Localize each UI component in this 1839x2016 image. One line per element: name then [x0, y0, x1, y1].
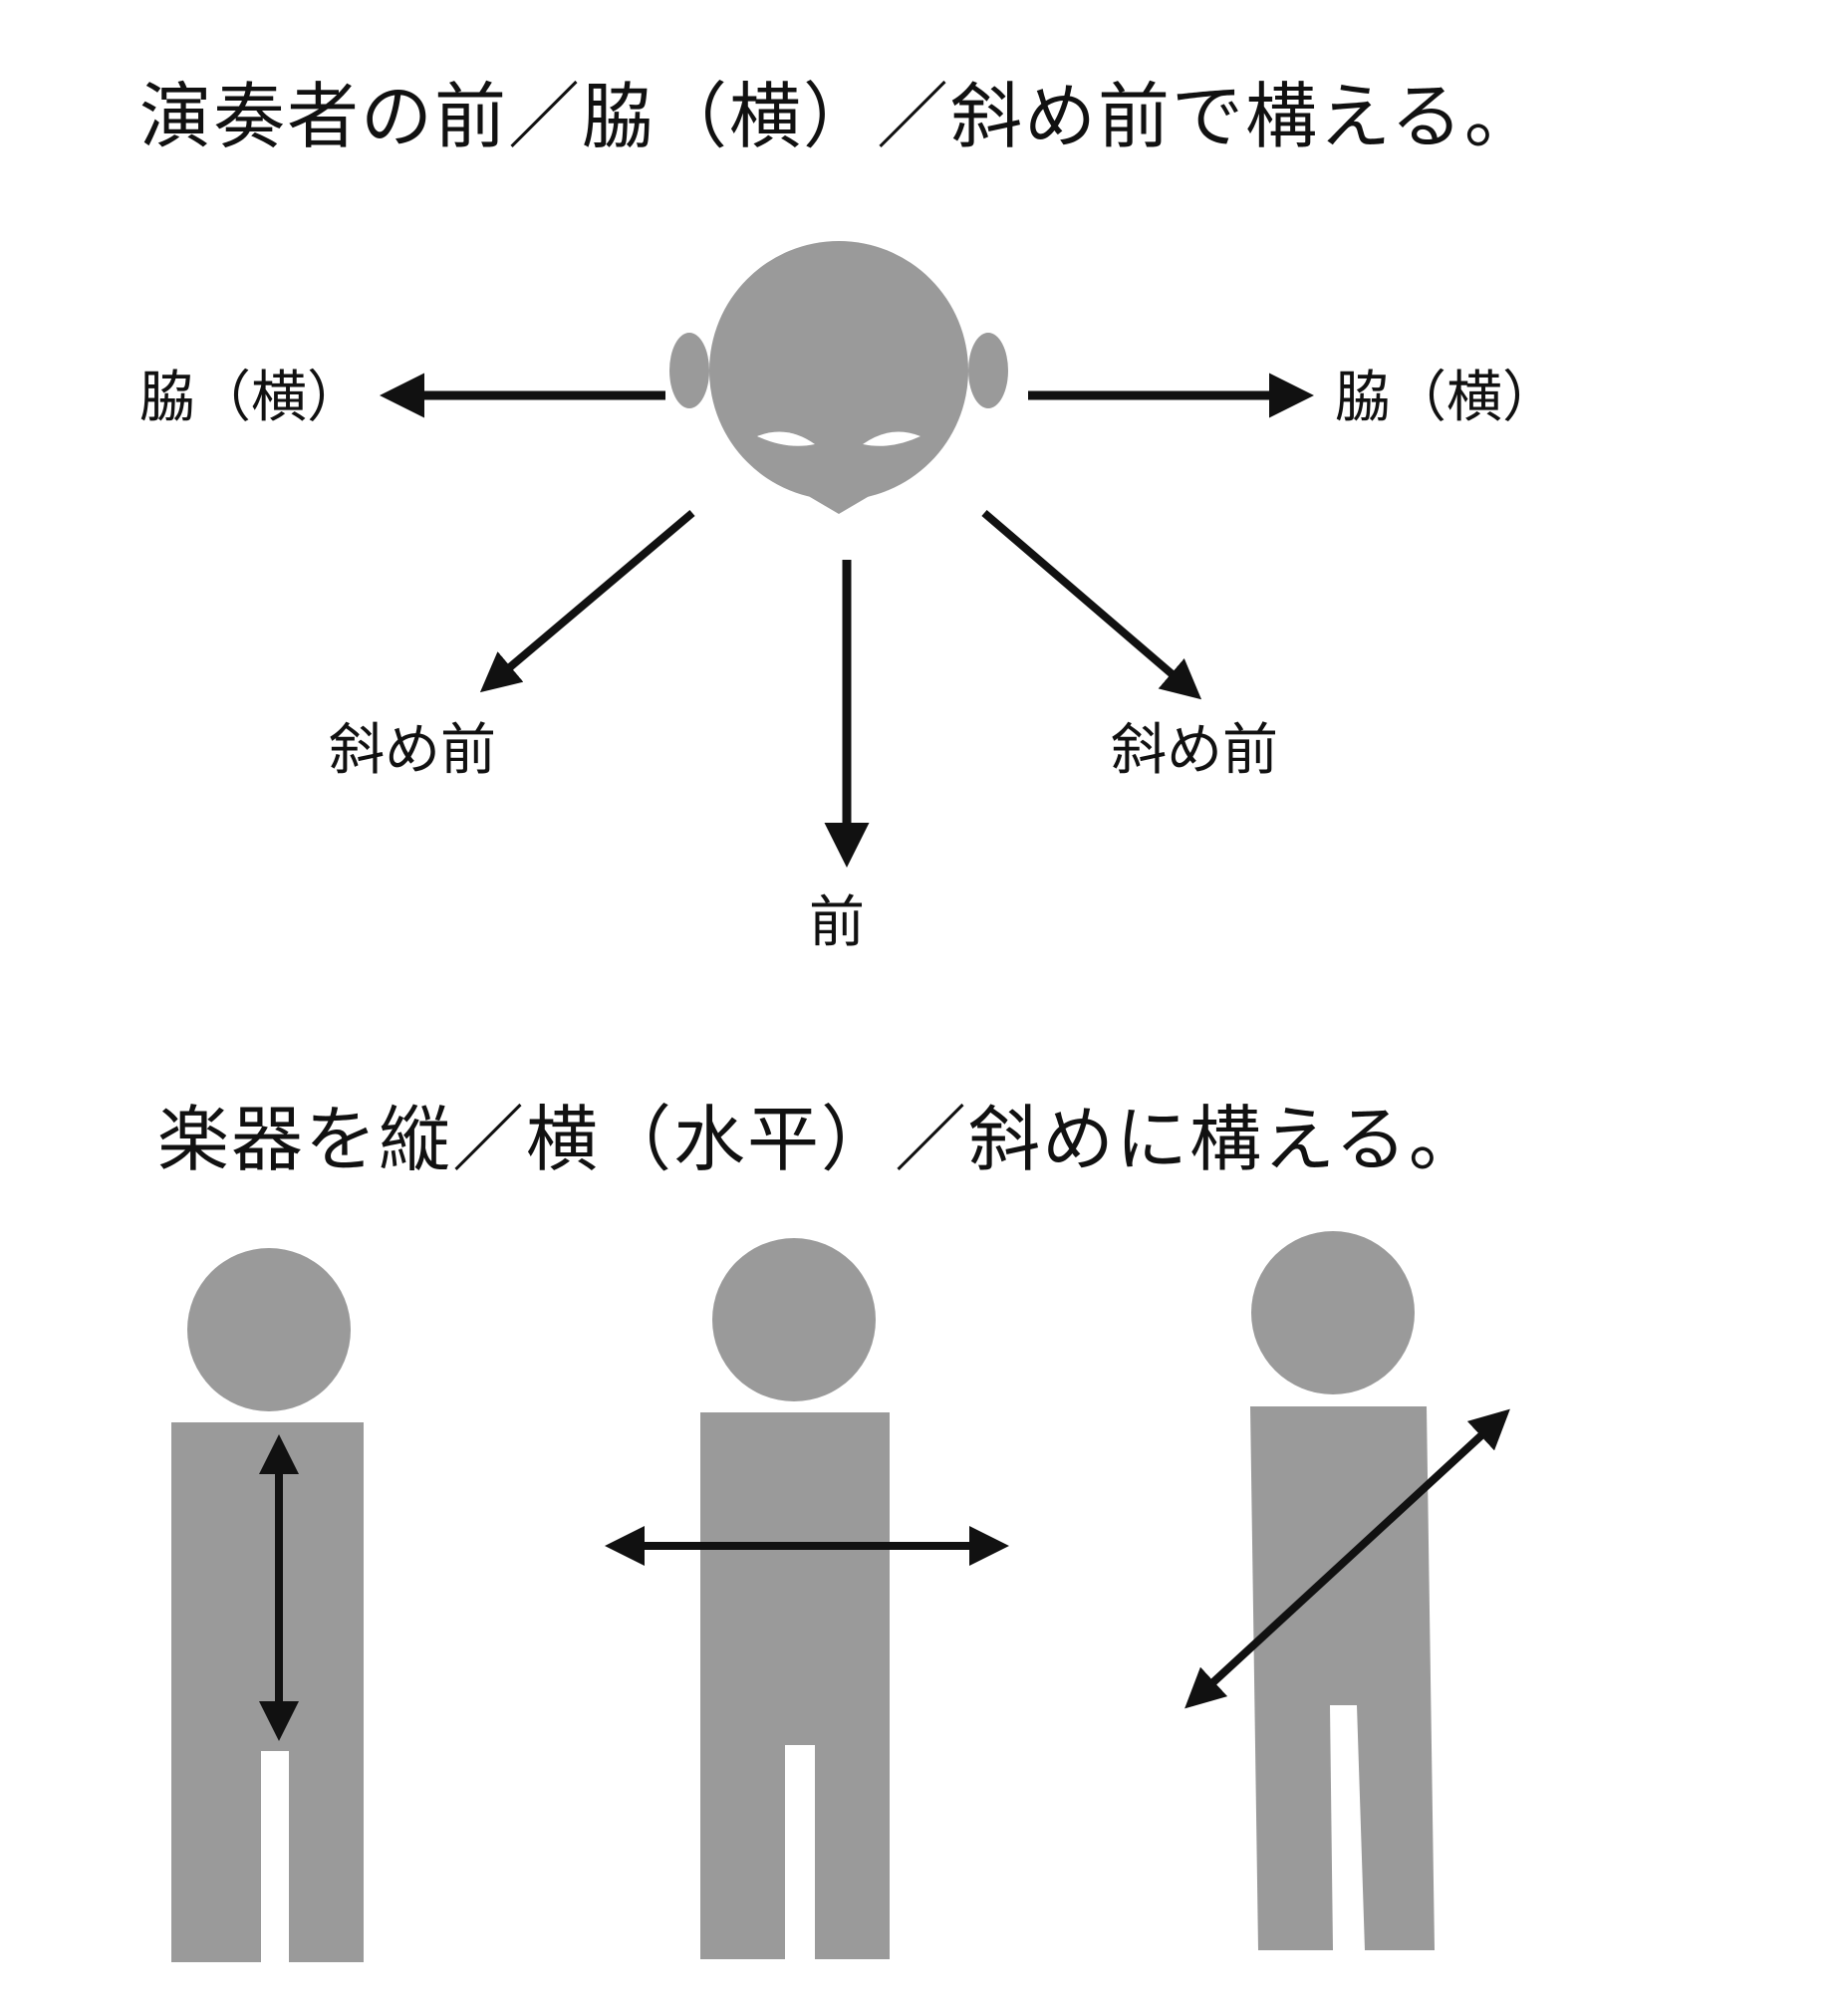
- label-side-right: 脇（横）: [1335, 366, 1558, 430]
- label-side-left: 脇（横）: [139, 366, 363, 430]
- body-icon: [700, 1412, 890, 1959]
- nose-icon: [805, 494, 873, 514]
- figure-diagonal: [1184, 1231, 1510, 1950]
- label-diagonal-right: 斜め前: [1111, 718, 1278, 783]
- heading-performer-position: 演奏者の前／脇（横）／斜め前で構える。: [139, 75, 1538, 158]
- arrow-diagonal-left: [479, 509, 695, 693]
- label-diagonal-left: 斜め前: [329, 718, 496, 783]
- head-icon: [1251, 1231, 1415, 1394]
- figure-vertical: [171, 1248, 364, 1962]
- arrow-diagonal-right: [981, 509, 1202, 700]
- figure-horizontal: [605, 1238, 1009, 1959]
- right-ear-icon: [968, 333, 1008, 408]
- heading-instrument-orientation: 楽器を縦／横（水平）／斜めに構える。: [157, 1098, 1482, 1181]
- left-ear-icon: [669, 333, 709, 408]
- body-icon: [171, 1422, 364, 1962]
- head-top-view-icon: [709, 241, 968, 500]
- head-icon: [712, 1238, 876, 1401]
- right-eye-icon: [863, 431, 920, 446]
- head-icon: [187, 1248, 351, 1411]
- left-eye-icon: [757, 431, 815, 446]
- performer-top-view: [669, 241, 1008, 514]
- body-icon: [1250, 1406, 1435, 1950]
- arrow-diagonal: [1184, 1408, 1510, 1709]
- label-front: 前: [809, 890, 865, 955]
